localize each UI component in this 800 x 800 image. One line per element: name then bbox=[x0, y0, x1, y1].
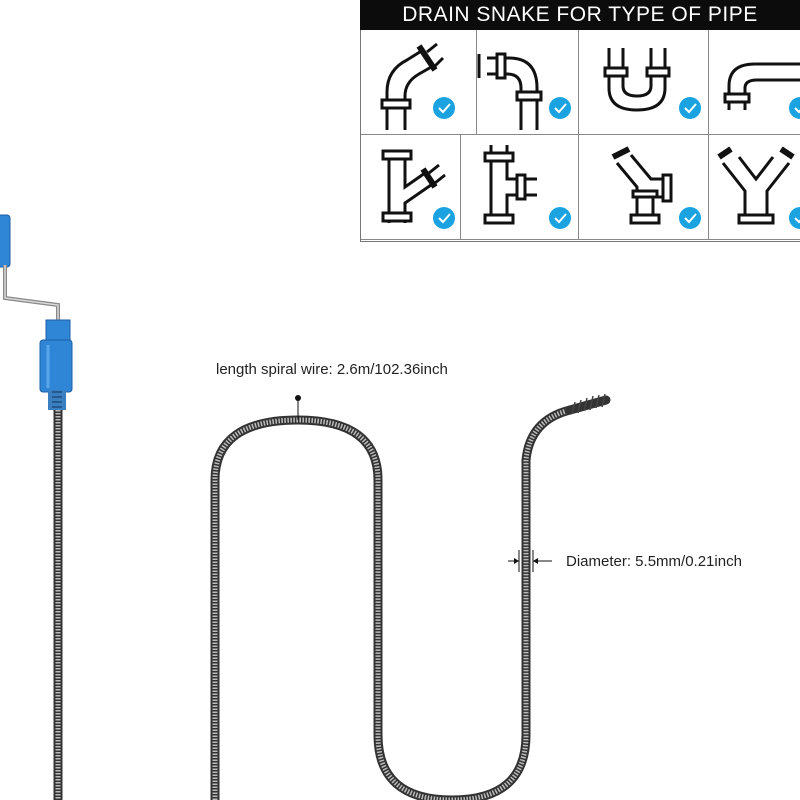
length-marker bbox=[295, 395, 301, 420]
pipe-type-cell bbox=[461, 30, 579, 135]
check-icon bbox=[679, 97, 701, 119]
pipe-types-grid bbox=[360, 30, 800, 242]
coil-tip bbox=[565, 393, 611, 415]
wye-pipe-icon bbox=[381, 149, 446, 223]
diameter-marker bbox=[508, 550, 552, 572]
pipe-type-cell bbox=[579, 135, 709, 240]
length-label: length spiral wire: 2.6m/102.36inch bbox=[216, 361, 448, 378]
elbow-45-pipe-icon bbox=[380, 42, 445, 130]
elbow-90-pipe-icon bbox=[477, 52, 543, 130]
check-icon bbox=[679, 207, 701, 229]
check-icon bbox=[549, 207, 571, 229]
check-icon bbox=[549, 97, 571, 119]
pipe-type-cell bbox=[361, 135, 461, 240]
pipe-type-cell bbox=[461, 135, 579, 240]
pipe-type-cell bbox=[579, 30, 709, 135]
check-icon bbox=[433, 207, 455, 229]
pipe-types-banner: DRAIN SNAKE FOR TYPE OF PIPE bbox=[360, 0, 800, 30]
offset-pipe-icon bbox=[723, 62, 800, 110]
check-icon bbox=[789, 97, 800, 119]
diameter-label: Diameter: 5.5mm/0.21inch bbox=[566, 553, 742, 570]
crank-handle bbox=[0, 214, 73, 410]
check-icon bbox=[433, 97, 455, 119]
wye-reducer-pipe-icon bbox=[611, 146, 673, 225]
double-wye-pipe-icon bbox=[717, 146, 795, 225]
spiral-wire-cable bbox=[53, 393, 611, 800]
tee-pipe-icon bbox=[483, 145, 537, 225]
pipe-type-cell bbox=[709, 30, 800, 135]
pipe-type-cell bbox=[709, 135, 800, 240]
pipe-type-cell bbox=[361, 30, 477, 135]
u-bend-pipe-icon bbox=[603, 48, 671, 112]
check-icon bbox=[789, 207, 800, 229]
